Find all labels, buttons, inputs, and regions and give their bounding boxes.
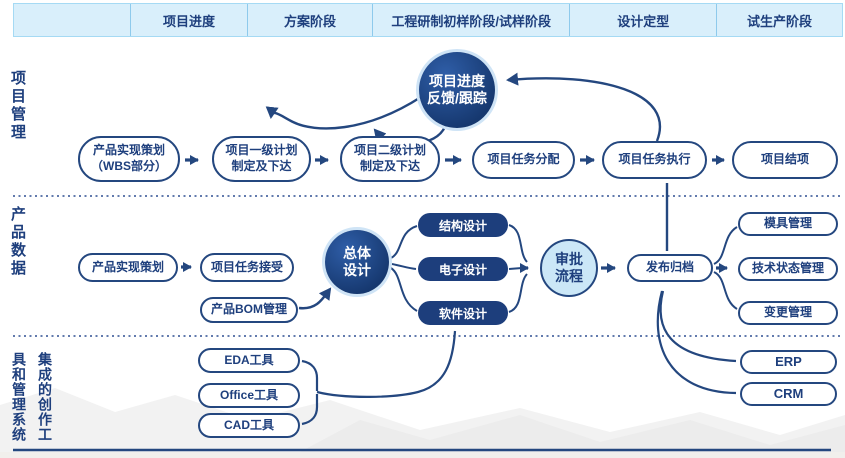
pill-label: 电子设计 <box>438 262 487 277</box>
node-change-management: 变更管理 <box>738 301 838 325</box>
node-line: 项目一级计划 <box>225 143 298 158</box>
node-line: Office工具 <box>219 387 278 402</box>
node-mold-management: 模具管理 <box>738 212 838 236</box>
section-separators <box>13 195 843 337</box>
node-project-closure: 项目结项 <box>732 141 838 179</box>
node-eda-tools: EDA工具 <box>198 348 300 373</box>
node-line: 变更管理 <box>763 305 812 320</box>
node-line: CAD工具 <box>224 417 274 432</box>
approval-line2: 流程 <box>555 268 583 284</box>
node-product-realization-plan: 产品实现策划 <box>78 253 178 282</box>
phase-cell-progress: 项目进度 <box>131 4 249 36</box>
node-line: 模具管理 <box>763 216 812 231</box>
feedback-tracking-circle: 项目进度 反馈/跟踪 <box>419 52 495 128</box>
node-line: 项目二级计划 <box>353 143 426 158</box>
pill-label: 软件设计 <box>438 306 487 321</box>
node-office-tools: Office工具 <box>198 383 300 408</box>
node-bom-management: 产品BOM管理 <box>200 297 298 323</box>
node-line: 产品实现策划 <box>91 259 164 274</box>
side-label-tools-col-right: 集成的创作工 <box>37 352 53 442</box>
phase-cell-scheme: 方案阶段 <box>248 4 373 36</box>
side-label-product-data: 产品数据 <box>9 206 26 278</box>
phase-header: 项目进度 方案阶段 工程研制初样阶段/试样阶段 设计定型 试生产阶段 <box>13 3 843 37</box>
approval-line1: 审批 <box>555 251 583 268</box>
node-line: 制定及下达 <box>359 159 420 173</box>
node-config-management: 技术状态管理 <box>738 257 838 281</box>
phase-cell-prototype: 工程研制初样阶段/试样阶段 <box>372 4 571 36</box>
node-line: 产品BOM管理 <box>211 302 287 317</box>
mountain-silhouette <box>0 388 845 458</box>
side-label-tools-col-left: 具和管理系统 <box>11 352 27 442</box>
overall-design-line1: 总体 <box>343 245 371 262</box>
system-link-curves <box>656 290 737 395</box>
node-line: 项目结项 <box>760 152 809 167</box>
node-line: EDA工具 <box>224 352 274 367</box>
node-task-execution: 项目任务执行 <box>602 141 707 179</box>
feedback-curves <box>265 72 661 310</box>
pill-label: 结构设计 <box>438 218 487 233</box>
node-task-acceptance: 项目任务接受 <box>200 253 294 282</box>
feedback-circle-line2: 反馈/跟踪 <box>427 90 487 106</box>
node-line: 项目任务分配 <box>487 152 560 167</box>
node-line: 发布归档 <box>645 260 694 275</box>
approval-brace <box>508 224 528 313</box>
overall-design-circle: 总体 设计 <box>325 230 389 294</box>
node-level1-plan: 项目一级计划 制定及下达 <box>212 136 311 182</box>
side-label-project-management: 项目管理 <box>9 70 26 142</box>
node-crm: CRM <box>740 382 837 406</box>
phase-header-empty-cell <box>14 4 132 36</box>
node-product-realization-wbs: 产品实现策划 （WBS部分） <box>78 136 180 182</box>
overall-design-brace <box>390 225 418 312</box>
node-task-assignment: 项目任务分配 <box>472 141 575 179</box>
node-line: 技术状态管理 <box>751 261 824 276</box>
pill-structure-design: 结构设计 <box>418 213 508 237</box>
node-line: CRM <box>773 385 804 401</box>
approval-process-circle: 审批 流程 <box>540 239 598 297</box>
pill-software-design: 软件设计 <box>418 301 508 325</box>
overall-design-line2: 设计 <box>343 262 371 278</box>
flow-arrows <box>181 155 728 273</box>
tools-brace <box>301 330 457 426</box>
node-line: 项目任务接受 <box>210 259 283 274</box>
phase-cell-finalize: 设计定型 <box>570 4 718 36</box>
node-line: 制定及下达 <box>231 159 292 173</box>
feedback-circle-line1: 项目进度 <box>429 73 485 90</box>
node-line: 项目任务执行 <box>618 152 691 167</box>
release-brace <box>713 226 738 310</box>
node-line: ERP <box>775 353 802 369</box>
node-line: 产品实现策划 <box>92 143 165 158</box>
node-release-archive: 发布归档 <box>627 254 713 282</box>
node-erp: ERP <box>740 350 837 374</box>
node-cad-tools: CAD工具 <box>198 413 300 438</box>
phase-cell-trial-production: 试生产阶段 <box>717 4 843 36</box>
pill-electronics-design: 电子设计 <box>418 257 508 281</box>
node-line: （WBS部分） <box>91 159 167 173</box>
node-level2-plan: 项目二级计划 制定及下达 <box>340 136 440 182</box>
